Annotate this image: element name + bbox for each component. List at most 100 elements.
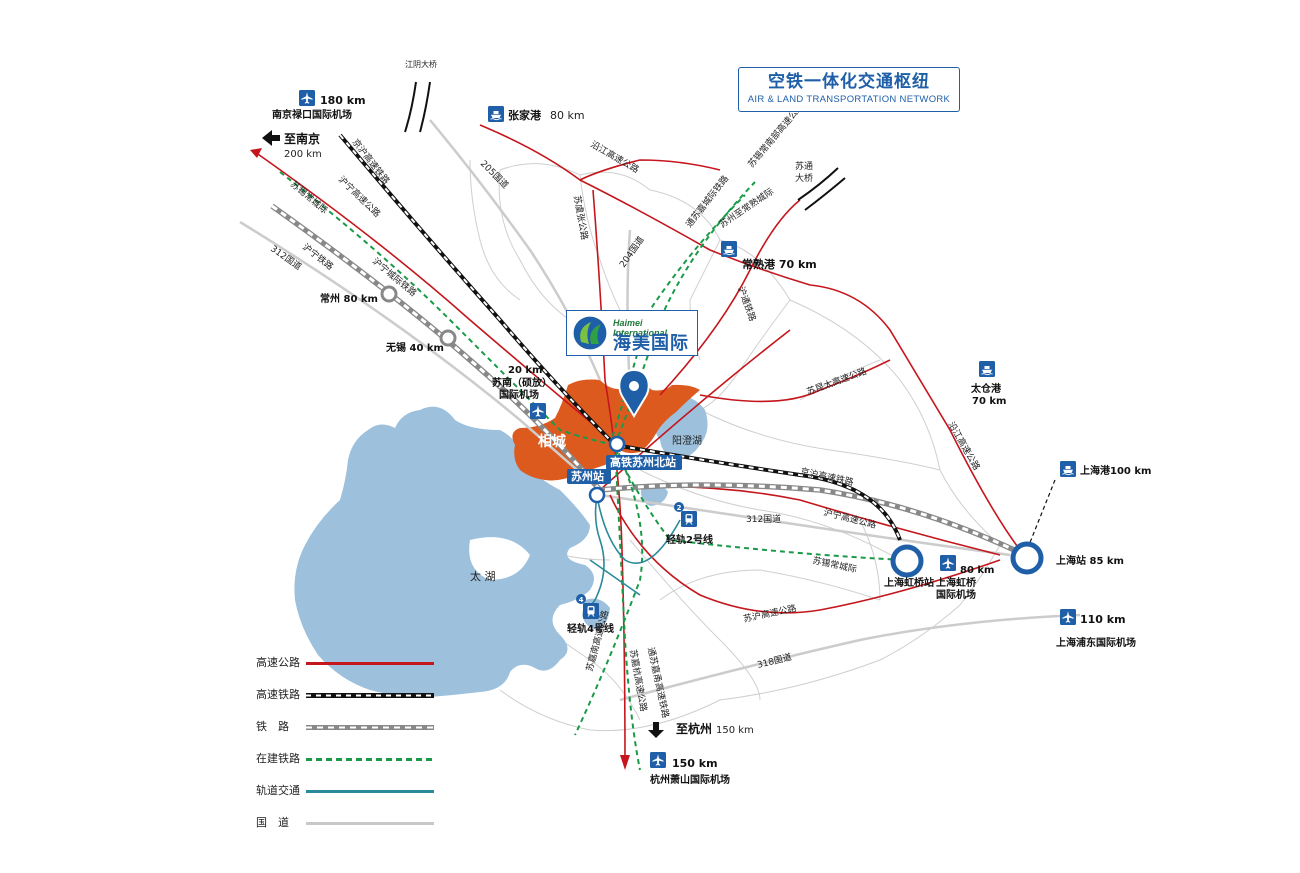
highway-arrow-hangzhou bbox=[620, 755, 630, 770]
label-hongqiao-airport-2: 国际机场 bbox=[936, 588, 976, 601]
arrow-left-icon bbox=[262, 130, 280, 146]
plane-icon bbox=[940, 555, 956, 571]
label-shanghai-station: 上海站 85 km bbox=[1056, 554, 1124, 567]
road-label: 京沪高速铁路 bbox=[799, 465, 854, 488]
map-title: 空铁一体化交通枢纽 AIR & LAND TRANSPORTATION NETW… bbox=[738, 67, 960, 112]
legend-label: 轨道交通 bbox=[256, 784, 300, 797]
logo-cn: 海美国际 bbox=[613, 333, 689, 354]
label-taicang-port-2: 70 km bbox=[972, 396, 1006, 407]
road-label: 通苏嘉甬高速铁路 bbox=[645, 646, 672, 719]
label-hongqiao-airport-1: 上海虹桥 bbox=[936, 576, 977, 589]
road-label: 苏锡常城际 bbox=[811, 554, 858, 575]
metro2-badge-num: 2 bbox=[677, 504, 682, 512]
label-changshu-port: 常熟港 70 km bbox=[742, 257, 817, 271]
legend-swatch-hsr bbox=[306, 693, 434, 698]
plane-icon bbox=[530, 403, 546, 419]
label-metro2: 轻轨2号线 bbox=[666, 533, 713, 546]
label-metro4: 轻轨4号线 bbox=[567, 622, 614, 635]
legend-swatch-highway bbox=[306, 662, 434, 665]
legend-swatch-construction bbox=[306, 758, 434, 761]
changzhou-station bbox=[380, 285, 398, 303]
shanghai-station-marker bbox=[1010, 541, 1044, 575]
legend-swatch-railway bbox=[306, 725, 434, 730]
suzhou-station-label-bg bbox=[567, 469, 611, 484]
legend-row-metro: 轨道交通 bbox=[250, 782, 450, 814]
hsr-north-station bbox=[608, 435, 626, 453]
label-pudong-dist: 110 km bbox=[1080, 613, 1126, 626]
title-en: AIR & LAND TRANSPORTATION NETWORK bbox=[747, 94, 951, 105]
sutong-bridge bbox=[797, 167, 846, 211]
legend-label: 铁 路 bbox=[256, 720, 289, 733]
road-label: 沿江高速公路 bbox=[945, 420, 982, 473]
jiangyin-bridge bbox=[404, 81, 431, 133]
label-hangzhou-airport-dist: 150 km bbox=[672, 757, 718, 770]
arrow-down-icon bbox=[648, 722, 664, 738]
hongqiao-station bbox=[890, 544, 924, 578]
road-label: 京沪高速铁路 bbox=[350, 136, 393, 186]
label-to-hangzhou-dist: 150 km bbox=[716, 725, 754, 736]
label-shanghai-port: 上海港100 km bbox=[1080, 464, 1151, 477]
label-nanjing-airport: 南京禄口国际机场 bbox=[272, 108, 352, 121]
metro2-badge bbox=[674, 502, 684, 512]
logo-leaf-icon bbox=[572, 315, 608, 351]
title-cn: 空铁一体化交通枢纽 bbox=[768, 72, 930, 92]
label-wuxi: 无锡 40 km bbox=[385, 341, 444, 354]
lake-island bbox=[469, 537, 530, 580]
metro4-badge-num: 4 bbox=[579, 596, 584, 604]
label-suzhou-station: 苏州站 bbox=[571, 469, 604, 483]
road-label: 沪通铁路 bbox=[735, 285, 759, 323]
ship-icon bbox=[488, 106, 504, 122]
label-hsr-north: 高铁苏州北站 bbox=[610, 455, 676, 469]
label-to-nanjing-dist: 200 km bbox=[284, 149, 322, 160]
label-changzhou: 常州 80 km bbox=[320, 292, 378, 305]
label-nanjing-airport-dist: 180 km bbox=[320, 94, 366, 107]
legend-label: 高速铁路 bbox=[256, 688, 300, 701]
hsr-lines bbox=[338, 133, 1056, 556]
taihu-lake bbox=[294, 406, 594, 698]
road-label: 苏锡常城际 bbox=[288, 178, 330, 216]
label-taihu: 太 湖 bbox=[470, 570, 496, 583]
map-legend: 高速公路 高速铁路 铁 路 在建铁路 轨道交通 国 道 bbox=[250, 654, 450, 846]
train-icon bbox=[681, 511, 697, 527]
label-sutong-bridge-1: 苏通 bbox=[795, 160, 813, 172]
ship-icon bbox=[979, 361, 995, 377]
road-label: 沿江高速公路 bbox=[589, 138, 642, 175]
plane-icon bbox=[299, 90, 315, 106]
label-zhangjiagang: 张家港 bbox=[508, 108, 542, 122]
metro4-badge bbox=[576, 594, 586, 604]
label-xiangcheng: 相城 bbox=[538, 433, 566, 450]
label-sunan-2: 国际机场 bbox=[499, 388, 539, 401]
legend-row-national-road: 国 道 bbox=[250, 814, 450, 846]
label-hongqiao-airport-dist: 80 km bbox=[960, 565, 994, 576]
legend-row-hsr: 高速铁路 bbox=[250, 686, 450, 718]
label-sutong-bridge-2: 大桥 bbox=[795, 172, 813, 184]
national-roads bbox=[239, 119, 1081, 702]
legend-row-highway: 高速公路 bbox=[250, 654, 450, 686]
highway-arrow-nanjing bbox=[250, 148, 262, 158]
label-hangzhou-airport: 杭州萧山国际机场 bbox=[650, 773, 730, 786]
wuxi-station bbox=[439, 329, 457, 347]
label-zhangjiagang-dist: 80 km bbox=[550, 109, 585, 122]
label-jiangyin-bridge: 江阴大桥 bbox=[405, 59, 437, 69]
road-label: 318国道 bbox=[756, 651, 793, 671]
legend-row-construction: 在建铁路 bbox=[250, 750, 450, 782]
label-pudong: 上海浦东国际机场 bbox=[1056, 636, 1136, 649]
road-label: 312国道 bbox=[746, 513, 781, 525]
label-yangcheng-lake: 阳澄湖 bbox=[672, 434, 702, 447]
haimei-logo: Haimei International 海美国际 bbox=[566, 310, 698, 356]
logo-en: Haimei International bbox=[613, 318, 668, 338]
legend-row-railway: 铁 路 bbox=[250, 718, 450, 750]
ship-icon bbox=[1060, 461, 1076, 477]
plane-icon bbox=[650, 752, 666, 768]
legend-swatch-national-road bbox=[306, 822, 434, 825]
label-to-nanjing: 至南京 bbox=[284, 131, 320, 146]
legend-label: 在建铁路 bbox=[256, 752, 300, 765]
metro-lines bbox=[583, 495, 681, 616]
ship-icon bbox=[721, 241, 737, 257]
legend-swatch-metro bbox=[306, 790, 434, 793]
label-to-hangzhou: 至杭州 bbox=[676, 721, 712, 736]
legend-label: 国 道 bbox=[256, 816, 289, 829]
hsr-north-label-bg bbox=[606, 455, 682, 470]
label-hongqiao-station: 上海虹桥站 bbox=[884, 576, 934, 589]
